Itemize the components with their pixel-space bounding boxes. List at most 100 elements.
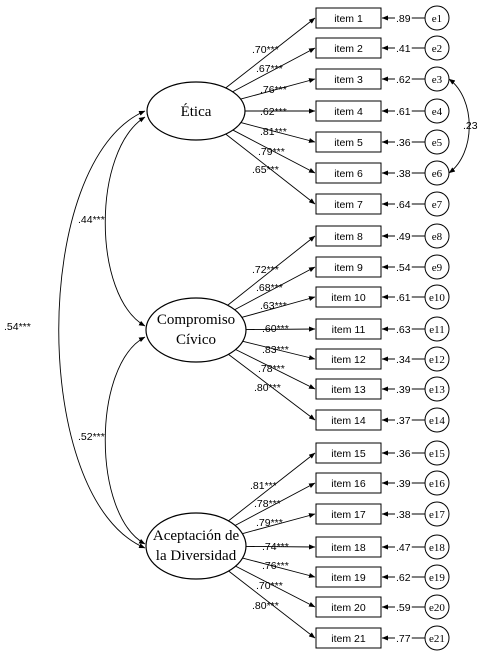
latent-label-compromiso: Cívico [176,332,216,348]
error-node [424,284,450,310]
error-label: e1 [432,13,442,25]
loading-label: .81*** [250,480,277,492]
loading-arrow [244,544,316,550]
item-label: item 21 [331,633,366,645]
item-box [315,286,382,308]
item-label: item 13 [331,384,366,396]
item-label: item 2 [334,43,363,55]
loading-label: .72*** [252,264,279,276]
residual-value: .39 [396,384,411,396]
loading-arrow [224,133,316,205]
item-box [315,68,382,90]
residual-value: .61 [396,292,411,304]
residual-value-bg [395,383,412,396]
residual-value-bg [395,477,412,490]
latent-factor-aceptacion [145,512,247,580]
residual-value: .41 [396,43,411,55]
residual-value-bg [395,42,412,55]
item-label: item 7 [334,199,363,211]
error-label: e10 [429,292,445,304]
loading-label: .78*** [258,363,285,375]
item-label: item 3 [334,74,363,86]
residual-value-bg [395,353,412,366]
residual-value-bg [395,105,412,118]
item-label: item 19 [331,572,366,584]
error-node [424,5,450,31]
error-label: e19 [429,572,445,584]
error-node [424,316,450,342]
item-box [315,225,382,247]
factor-correlation [104,116,146,327]
residual-value: .89 [396,13,411,25]
residual-value-bg [395,198,412,211]
error-label: e18 [429,542,445,554]
error-node [424,98,450,124]
error-label: e20 [429,602,445,614]
item-label: item 15 [331,448,366,460]
loading-arrow [224,17,316,89]
residual-value-bg [395,230,412,243]
error-label: e6 [432,168,443,180]
item-label: item 8 [334,231,363,243]
error-label: e4 [432,106,443,118]
loading-arrow [240,296,316,319]
loading-label: .80*** [254,382,281,394]
error-covariance-label: .23 [463,120,478,132]
error-node [424,407,450,433]
residual-value-bg [395,73,412,86]
error-node [424,129,450,155]
residual-value-bg [395,601,412,614]
error-label: e11 [429,324,444,336]
loading-arrow [244,326,316,332]
loading-arrow [226,235,316,307]
item-label: item 9 [334,262,363,274]
item-box [315,503,382,525]
latent-label-compromiso: Compromiso [157,312,235,328]
loading-label: .78*** [254,498,281,510]
loading-arrow [241,340,316,361]
error-label: e16 [429,478,445,490]
loading-label: .67*** [256,63,283,75]
loading-label: .65*** [252,164,279,176]
residual-value: .77 [396,633,411,645]
error-label: e12 [429,354,445,366]
error-label: e3 [432,74,443,86]
loading-label: .74*** [262,541,289,553]
loading-arrow [227,570,316,639]
error-label: e21 [429,633,445,645]
factor-correlation-label: .54*** [4,321,31,333]
loading-arrow [234,565,316,608]
item-label: item 17 [331,509,366,521]
residual-value: .61 [396,106,411,118]
item-box [315,37,382,59]
residual-value-bg [395,167,412,180]
item-label: item 4 [334,106,363,118]
loading-label: .80*** [252,600,279,612]
residual-value-bg [395,261,412,274]
item-label: item 11 [332,324,366,336]
error-node [424,470,450,496]
error-node [424,534,450,560]
latent-label-aceptacion: Aceptación de [153,528,240,544]
error-label: e9 [432,262,443,274]
residual-value: .34 [396,354,411,366]
loading-arrow [231,47,316,93]
error-node [424,35,450,61]
loading-arrow [241,557,316,578]
residual-value: .62 [396,74,411,86]
error-node [424,160,450,186]
loading-arrow [239,78,316,100]
item-box [315,193,382,215]
item-box [315,536,382,558]
loading-label: .63*** [260,300,287,312]
error-node [424,564,450,590]
loading-arrow [241,513,316,535]
latent-label-etica: Ética [181,103,212,120]
loading-arrow [227,353,316,421]
error-covariance [448,78,470,174]
factor-correlation-label: .44*** [78,214,105,226]
loading-label: .68*** [256,282,283,294]
loading-label: .70*** [256,580,283,592]
item-box [315,627,382,649]
